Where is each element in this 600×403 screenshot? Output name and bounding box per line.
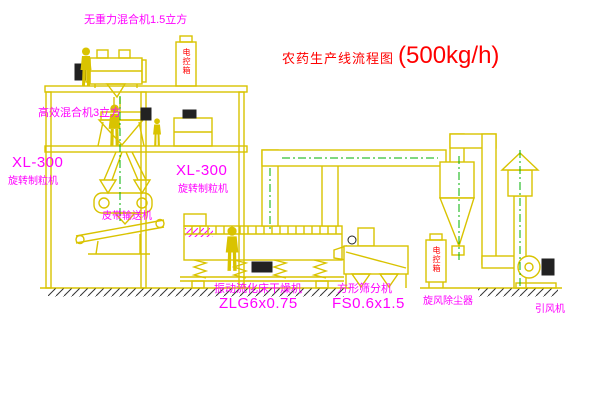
belt-conveyor-machine [75,218,165,255]
control-cabinet-right [425,233,447,288]
title-capacity: (500kg/h) [398,42,500,69]
label-granulator-right-model: XL-300 [176,162,228,179]
label-sieve-model: FS0.6x1.5 [332,295,405,312]
label-gravity-mixer: 无重力混合机1.5立方 [84,14,188,26]
label-cyclone: 旋风除尘器 [423,296,473,307]
granulator-right-machine [173,109,213,147]
square-sieve-machine [333,227,409,289]
control-cabinet-left-text: 电控箱 [182,48,191,75]
drawing-title: 农药生产线流程图 (500kg/h) [282,42,499,70]
label-dryer-model: ZLG6x0.75 [219,295,298,312]
label-granulator-left-name: 旋转制粒机 [8,176,58,187]
label-granulator-left-model: XL-300 [12,154,64,171]
label-fan: 引风机 [535,304,565,315]
label-sieve-name: 方形筛分机 [337,283,392,295]
building-frame [44,85,248,289]
label-high-eff-mixer: 高效混合机3立方 [38,107,122,119]
label-dryer-name: 振动流化床干燥机 [214,283,302,295]
control-cabinet-right-text: 电控箱 [432,246,441,273]
control-cabinet-left [175,35,197,87]
high-efficiency-mixer-machine [97,107,152,147]
label-belt-conveyor: 皮带输送机 [102,211,152,222]
centerlines [119,96,521,286]
label-granulator-right-name: 旋转制粒机 [178,184,228,195]
cyclone-separator [438,133,519,269]
granulator-left-machine [93,151,153,226]
exhaust-ductwork [261,149,447,227]
title-text: 农药生产线流程图 [282,51,395,66]
fluid-bed-dryer-machine [180,213,344,289]
